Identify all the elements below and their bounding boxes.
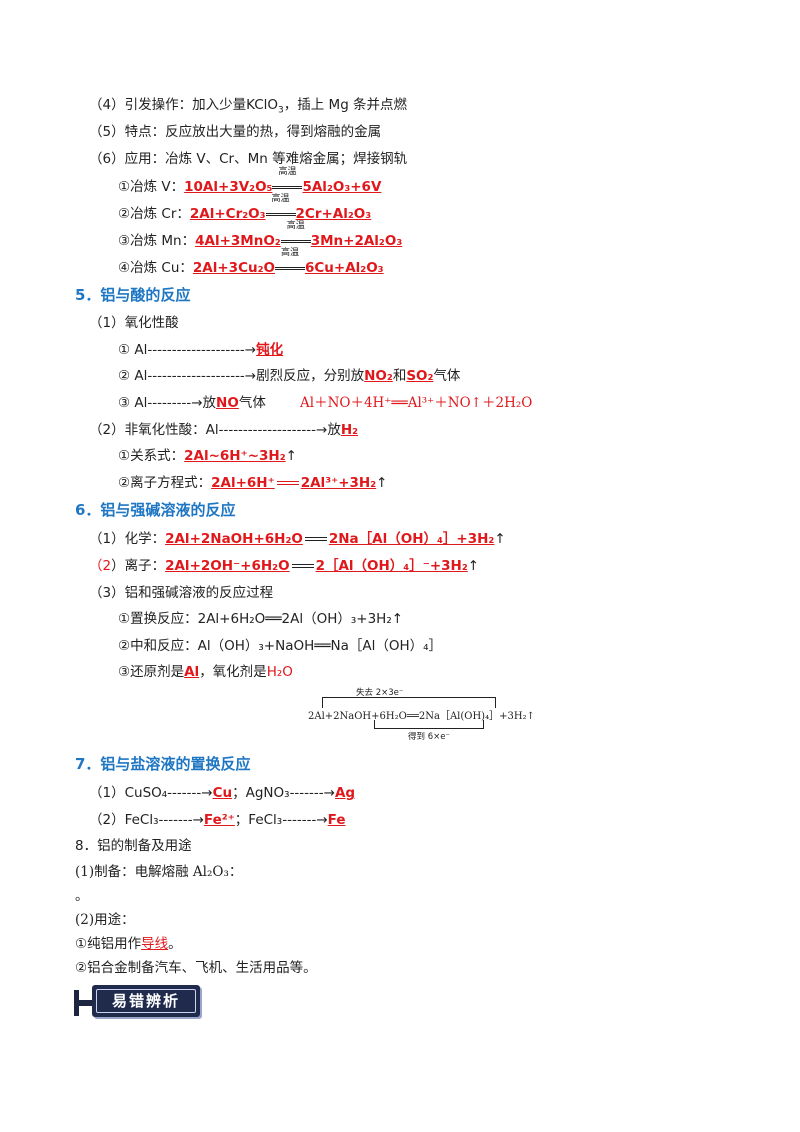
use-1: ①纯铝用作导线。 [75, 936, 182, 952]
condition-mark: 高温 [265, 194, 296, 224]
section-heading-prep: 8．铝的制备及用途 [75, 838, 192, 854]
section-heading-base: 6．铝与强碱溶液的反应 [75, 501, 236, 519]
acid-item-2: ② Al--------------------→剧烈反应，分别放NO₂和SO₂… [118, 368, 461, 384]
relation: ①关系式：2Al~6H⁺~3H₂↑ [118, 448, 297, 464]
thermite-application: （6）应用：冶炼 V、Cr、Mn 等难熔金属；焊接钢轨 [89, 151, 408, 167]
preparation: (1)制备：电解熔融 Al₂O₃： [75, 864, 243, 880]
condition-mark: 高温 [280, 221, 311, 251]
condition-mark: 高温 [274, 248, 305, 278]
process-step-1: ①置换反应：2Al+6H₂O══2Al（OH）₃+3H₂↑ [118, 611, 404, 627]
thermite-ignition: （4）引发操作：加入少量KClO3，插上 Mg 条并点燃 [89, 97, 408, 116]
electron-transfer-diagram: 失去 2×3e⁻ 2Al+2NaOH+6H₂O══2Na［Al(OH)₄］+3H… [308, 688, 535, 742]
equals-mark [276, 481, 299, 485]
equals-mark [291, 564, 314, 568]
salt-reaction-2: （2）FeCl₃-------→Fe²⁺；FeCl₃-------→Fe [89, 812, 346, 828]
non-oxidizing-acid: （2）非氧化性酸：Al--------------------→放H₂ [89, 422, 359, 438]
acid-item-3-equation: Al＋NO＋4H⁺══Al³⁺＋NO↑＋2H₂O [300, 395, 533, 411]
section-heading-salt: 7．铝与盐溶液的置换反应 [75, 755, 251, 773]
lose-electron-bracket [322, 697, 496, 708]
section-heading-acid: 5．铝与酸的反应 [75, 286, 191, 304]
acid-ion-equation: ②离子方程式：2Al+6H⁺2Al³⁺+3H₂↑ [118, 475, 388, 491]
blank-line: 。 [75, 888, 89, 904]
thermite-feature: （5）特点：反应放出大量的热，得到熔融的金属 [89, 124, 382, 140]
uses-title: (2)用途： [75, 912, 135, 928]
use-2: ②铝合金制备汽车、飞机、生活用品等。 [75, 960, 317, 976]
gain-electron-bracket [374, 720, 484, 729]
process-step-3: ③还原剂是Al，氧化剂是H₂O [118, 664, 293, 680]
mistake-analysis-banner: 易错辨析 [74, 985, 204, 1021]
oxidizing-acid-title: （1）氧化性酸 [89, 315, 179, 331]
acid-item-1: ① Al--------------------→钝化 [118, 342, 284, 358]
process-step-2: ②中和反应：Al（OH）₃+NaOH══Na［Al（OH）₄］ [118, 638, 443, 654]
equals-mark [304, 537, 327, 541]
salt-reaction-1: （1）CuSO₄-------→Cu；AgNO₃-------→Ag [89, 785, 356, 801]
acid-item-3: ③ Al---------→放NO气体 [118, 395, 266, 411]
condition-mark: 高温 [272, 167, 303, 197]
base-process-title: （3）铝和强碱溶液的反应过程 [89, 585, 274, 601]
banner-title: 易错辨析 [96, 989, 196, 1013]
